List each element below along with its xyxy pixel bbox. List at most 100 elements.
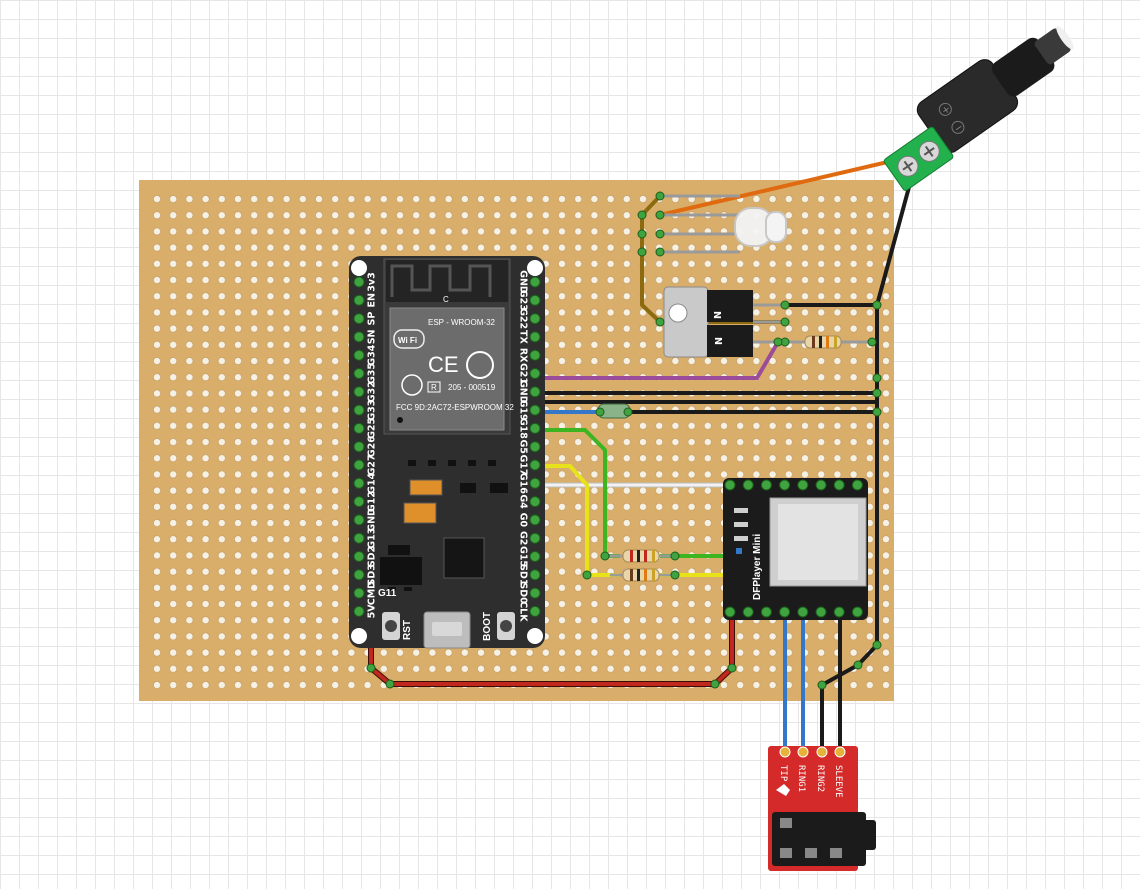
esp32-right-pin-label: G2 — [518, 531, 529, 545]
esp32-right-pin[interactable] — [529, 551, 541, 562]
esp32-left-pin[interactable] — [353, 349, 365, 361]
esp32-right-pin[interactable] — [529, 459, 541, 471]
dfplayer-pin[interactable] — [833, 479, 845, 491]
dfplayer-pin[interactable] — [742, 606, 754, 618]
esp32-left-pin[interactable] — [353, 605, 365, 617]
esp32-right-pin[interactable] — [529, 349, 541, 361]
esp32-right-pin[interactable] — [529, 331, 541, 343]
esp32-left-pin[interactable] — [353, 569, 365, 581]
rst-button[interactable] — [382, 612, 400, 640]
esp32-left-pin[interactable] — [353, 496, 365, 508]
esp32-left-pin[interactable] — [353, 514, 365, 526]
dfplayer-pin[interactable] — [815, 606, 827, 618]
esp32-right-pin-label: CLK — [518, 601, 529, 622]
gpio-marker: C — [443, 295, 449, 304]
dfplayer-mini[interactable]: DFPlayer Mini — [723, 478, 868, 620]
esp32-right-pin[interactable] — [529, 313, 541, 325]
esp32-left-pin-label: CMD — [367, 581, 378, 605]
esp32-left-pin[interactable] — [353, 459, 365, 471]
dfplayer-pin[interactable] — [724, 606, 736, 618]
esp32-left-pin[interactable] — [353, 441, 365, 453]
module-name: ESP - WROOM-32 — [428, 318, 496, 327]
dfplayer-pin[interactable] — [797, 606, 809, 618]
esp32-right-pin[interactable] — [529, 569, 541, 581]
esp32-right-pin-label: SD0 — [518, 582, 529, 604]
esp32-left-pin[interactable] — [353, 587, 365, 599]
esp32-left-pin[interactable] — [353, 313, 365, 325]
esp32-left-pin[interactable] — [353, 551, 365, 562]
esp32-right-pin-label: G19 — [518, 400, 529, 421]
esp32-left-pin[interactable] — [353, 477, 365, 489]
screw-terminal — [883, 126, 954, 191]
esp32-right-pin-label: GND — [518, 270, 529, 294]
wire-red-5v-core — [369, 612, 734, 686]
esp32-right-pin-label: G0 — [518, 513, 529, 528]
dfplayer-pin[interactable] — [851, 606, 863, 618]
esp32-right-pin-label: SD1 — [518, 564, 529, 585]
dfplayer-pin[interactable] — [833, 606, 845, 618]
wire-blue-audio[interactable] — [783, 612, 805, 752]
dfplayer-pin[interactable] — [724, 479, 736, 491]
solder-junctions — [366, 191, 882, 690]
esp32-left-pin[interactable] — [353, 331, 365, 343]
esp32-right-pin[interactable] — [529, 587, 541, 599]
esp32-left-pin[interactable] — [353, 276, 365, 288]
esp32-right-pin[interactable] — [529, 276, 541, 288]
esp32-left-pin-label: SN — [367, 329, 378, 344]
dfplayer-pin[interactable] — [760, 479, 772, 491]
dfplayer-pin[interactable] — [851, 479, 863, 491]
esp32-right-pin[interactable] — [529, 368, 541, 379]
wifi-logo-badge — [393, 329, 425, 349]
esp32-left-pin-label: G32 — [367, 381, 378, 402]
wire-orange[interactable] — [659, 156, 906, 217]
esp32-board[interactable]: C Wi Fi ESP - WROOM-32 CE R 205 - 000519… — [349, 256, 545, 649]
esp32-right-pin-label: RX — [518, 348, 529, 363]
esp32-left-pin[interactable] — [353, 532, 365, 544]
r-mark: R — [431, 383, 437, 392]
esp32-right-pin[interactable] — [529, 404, 541, 416]
dc-barrel-jack[interactable]: + − — [883, 11, 1085, 192]
esp32-right-pin[interactable] — [529, 496, 541, 508]
audio-jack-breakout[interactable]: TIP RING1 RING2 SLEEVE — [768, 746, 876, 871]
esp32-right-pin[interactable] — [529, 294, 541, 306]
esp32-left-pin-label: G13 — [367, 528, 378, 549]
dfplayer-title: DFPlayer Mini — [752, 534, 763, 600]
esp32-right-pin-label: G5 — [518, 439, 529, 453]
esp32-left-pin[interactable] — [353, 422, 365, 434]
dfplayer-pin[interactable] — [760, 606, 772, 618]
cert-code: 205 - 000519 — [448, 383, 496, 392]
resistor-r3 — [610, 568, 675, 582]
dfplayer-pin[interactable] — [797, 479, 809, 491]
esp32-left-pin-label: G12 — [367, 491, 378, 512]
esp32-right-pin[interactable] — [529, 386, 541, 398]
dfplayer-pin[interactable] — [779, 479, 791, 491]
esp32-right-pin-label: G18 — [518, 418, 529, 439]
esp32-left-pin-label: G14 — [367, 472, 378, 493]
esp32-right-pin[interactable] — [529, 422, 541, 434]
esp32-left-pin-header: 3v3ENSPSNG34G35G32G33G25G26G27G14G12GNDG… — [353, 272, 378, 619]
transistor-mark-1: N — [711, 311, 722, 319]
dfplayer-pin[interactable] — [779, 606, 791, 618]
boot-label: BOOT — [482, 612, 493, 641]
esp32-left-pin-label: 5V — [367, 604, 378, 619]
esp32-left-pin-label: G26 — [367, 436, 378, 457]
esp32-left-pin-label: SD2 — [367, 546, 378, 567]
boot-button[interactable] — [497, 612, 515, 640]
esp32-right-pin[interactable] — [529, 477, 541, 489]
esp32-left-pin[interactable] — [353, 404, 365, 416]
esp32-right-pin[interactable] — [529, 441, 541, 453]
dfplayer-pin[interactable] — [742, 479, 754, 491]
esp32-left-pin[interactable] — [353, 368, 365, 379]
wire-purple[interactable] — [535, 340, 780, 380]
esp32-left-pin-label: GND — [367, 508, 378, 532]
esp32-left-pin[interactable] — [353, 386, 365, 398]
esp32-right-pin[interactable] — [529, 514, 541, 526]
esp32-right-pin-label: TX — [518, 330, 529, 344]
esp32-left-pin-label: SP — [367, 312, 378, 326]
dfplayer-bottom-pins — [724, 606, 863, 618]
cert-icon — [401, 374, 423, 396]
esp32-right-pin[interactable] — [529, 532, 541, 544]
esp32-left-pin[interactable] — [353, 294, 365, 306]
dfplayer-pin[interactable] — [815, 479, 827, 491]
esp32-right-pin[interactable] — [529, 605, 541, 617]
